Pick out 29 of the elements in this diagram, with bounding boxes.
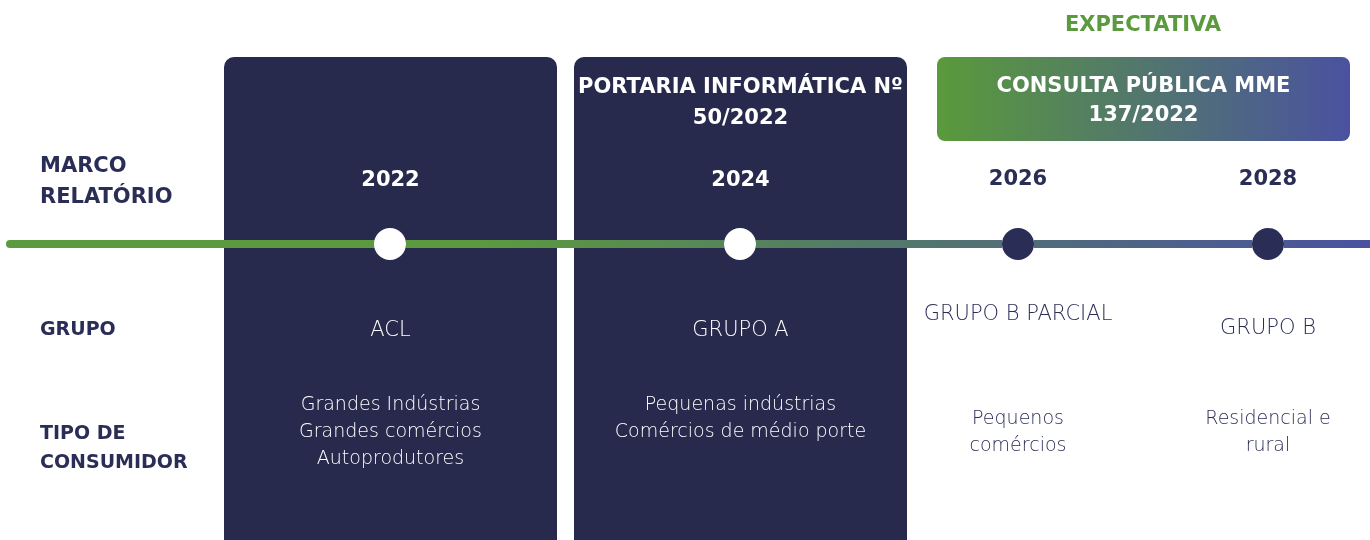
group-label: GRUPO B PARCIAL — [922, 300, 1114, 327]
column-panel — [574, 57, 907, 540]
timeline-line — [756, 240, 1002, 248]
group-label: ACL — [369, 317, 412, 341]
timeline-line — [1034, 240, 1252, 248]
year-label: 2022 — [360, 167, 421, 191]
consumer-types: Pequenos comércios — [968, 405, 1068, 457]
consumer-types: Grandes Indústrias Grandes comércios Autoprodutores — [298, 391, 483, 470]
group-label: GRUPO A — [691, 317, 790, 341]
row-heading: TIPO DE CONSUMIDOR — [40, 420, 189, 474]
consumer-types: Residencial e rural — [1204, 405, 1332, 457]
column-heading: PORTARIA INFORMÁTICA Nº 50/2022 — [577, 72, 904, 131]
timeline-dot — [1002, 228, 1034, 260]
group-label: GRUPO B — [1219, 315, 1317, 339]
timeline-dot — [374, 228, 406, 260]
highlight-box — [937, 57, 1350, 141]
timeline-dot — [724, 228, 756, 260]
row-heading: MARCO RELATÓRIO — [40, 152, 174, 210]
consumer-types: Pequenas indústrias Comércios de médio porte — [614, 391, 867, 443]
year-label: 2028 — [1237, 166, 1299, 190]
timeline-line — [406, 240, 724, 248]
box-caption: EXPECTATIVA — [1063, 12, 1223, 36]
column-panel — [224, 57, 557, 540]
year-label: 2026 — [987, 166, 1049, 190]
row-heading: GRUPO — [40, 317, 117, 339]
year-label: 2024 — [710, 167, 771, 191]
timeline-dot — [1252, 228, 1284, 260]
box-title: CONSULTA PÚBLICA MME 137/2022 — [995, 71, 1292, 128]
timeline-line — [1284, 240, 1370, 248]
